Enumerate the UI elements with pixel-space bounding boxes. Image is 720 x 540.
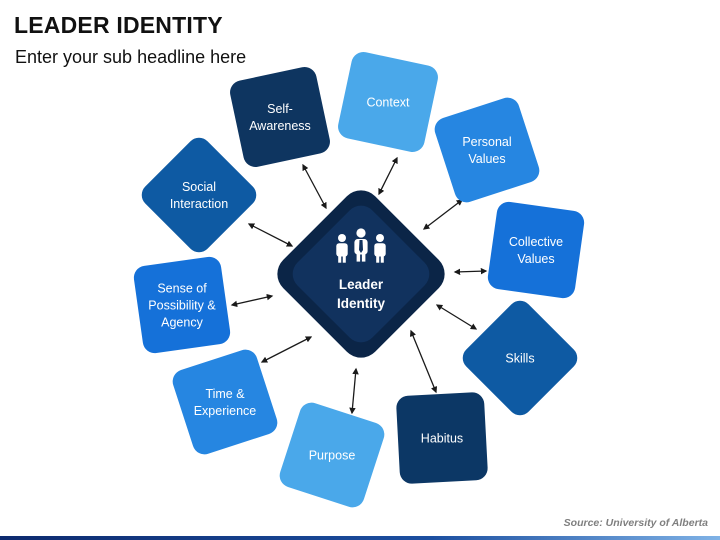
connector-arrow-social-interaction [247, 223, 294, 247]
connector-arrow-context [378, 156, 398, 196]
source-credit: Source: University of Alberta [563, 517, 708, 529]
node-shape-social-interaction [141, 137, 257, 253]
node-label-time-experience: Experience [194, 404, 257, 418]
center-label: Identity [337, 296, 385, 311]
connector-arrow-habitus [409, 329, 438, 394]
node-shape-personal-values [434, 97, 540, 203]
center-diamond-inner [292, 205, 430, 343]
node-label-skills: Skills [505, 352, 534, 366]
page-title: LEADER IDENTITY [14, 12, 223, 38]
node-shape-self-awareness [230, 67, 330, 167]
node-skills: Skills [462, 300, 578, 416]
node-label-collective-values: Collective [509, 235, 563, 249]
node-label-personal-values: Values [468, 152, 505, 166]
node-label-sense-of-possibility-agency: Agency [161, 316, 203, 330]
node-label-self-awareness: Awareness [249, 119, 311, 133]
connector-arrow-collective-values [453, 267, 488, 276]
connector-arrow-personal-values [422, 199, 464, 230]
diagram-nodes: Self-AwarenessContextPersonalValuesColle… [133, 52, 585, 508]
node-label-purpose: Purpose [309, 449, 356, 463]
node-shape-collective-values [487, 201, 585, 299]
node-self-awareness: Self- Awareness [230, 67, 330, 167]
connector-arrow-skills [435, 304, 478, 330]
connector-arrow-purpose [349, 367, 359, 415]
node-time-experience: Time & Experience [172, 349, 278, 455]
node-label-personal-values: Personal [462, 135, 511, 149]
connector-arrows [230, 156, 488, 415]
node-sense-of-possibility-agency: Sense of Possibility & Agency [133, 256, 231, 354]
node-label-sense-of-possibility-agency: Possibility & [148, 299, 216, 313]
node-label-context: Context [366, 96, 410, 110]
node-context: Context [338, 52, 438, 152]
connector-arrow-time-experience [260, 336, 313, 363]
node-shape-skills [462, 300, 578, 416]
node-label-time-experience: Time & [205, 387, 245, 401]
node-habitus: Habitus [396, 392, 488, 484]
node-shape-purpose [279, 402, 385, 508]
node-shape-context [338, 52, 438, 152]
bottom-accent-bar [0, 536, 720, 540]
node-label-habitus: Habitus [421, 432, 463, 446]
node-shape-time-experience [172, 349, 278, 455]
node-label-self-awareness: Self- [267, 102, 293, 116]
node-purpose: Purpose [279, 402, 385, 508]
node-label-social-interaction: Social [182, 180, 216, 194]
center-label: Leader [339, 277, 384, 292]
node-label-social-interaction: Interaction [170, 197, 228, 211]
connector-arrow-sense-of-possibility-agency [230, 293, 274, 308]
node-shape-habitus [396, 392, 488, 484]
page-subtitle: Enter your sub headline here [15, 47, 247, 67]
node-label-sense-of-possibility-agency: Sense of [157, 282, 207, 296]
people-group-icon [336, 228, 386, 263]
node-shape-sense-of-possibility-agency [133, 256, 231, 354]
connector-arrow-self-awareness [302, 163, 327, 210]
node-label-collective-values: Values [517, 252, 554, 266]
